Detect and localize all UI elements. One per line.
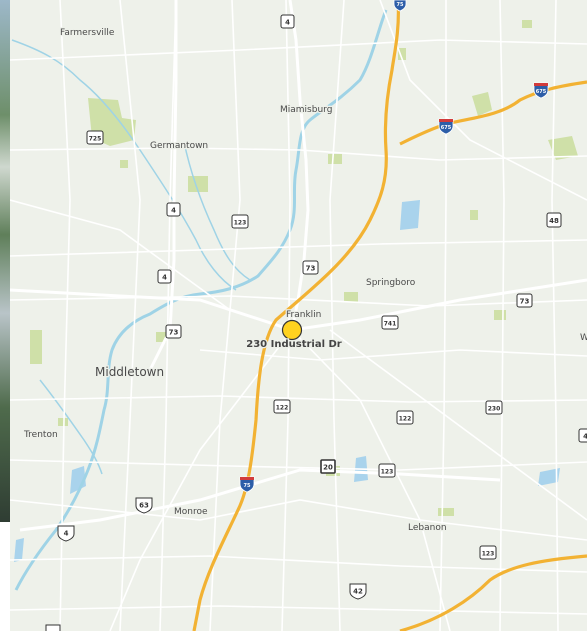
label-farmersville: Farmersville [60, 28, 115, 38]
shield-route-73-b: 73 [165, 324, 182, 339]
shield-route-122-a: 122 [273, 399, 291, 414]
shield-route-4-b: 4 [166, 202, 181, 217]
shield-route-42-label: 42 [353, 588, 363, 596]
shield-i75-bottom: 75 [239, 476, 255, 493]
shield-route-4-c-label: 4 [162, 274, 167, 282]
shield-route-48-label: 48 [549, 217, 559, 225]
shield-i675-a: 675 [533, 82, 549, 99]
shield-route-4-d: 4 [57, 525, 75, 542]
shield-route-4-a: 4 [280, 14, 295, 29]
label-franklin: Franklin [286, 310, 321, 320]
label-middletown: Middletown [95, 365, 164, 379]
route-shields: 75 4 675 675 725 4 [45, 0, 587, 631]
shield-route-122-b-label: 122 [399, 416, 412, 423]
shield-route-4-e-label: 4 [583, 433, 587, 441]
shield-route-63: 63 [135, 497, 153, 514]
place-labels: Farmersville Miamisburg Germantown Sprin… [22, 27, 587, 535]
label-germantown: Germantown [150, 141, 208, 151]
street-photo-thumbnail[interactable] [0, 0, 10, 522]
rivers [11, 9, 388, 591]
shield-i75-top-label: 75 [397, 2, 404, 8]
shield-i675-b-label: 675 [441, 125, 452, 131]
minor-roads [10, 0, 587, 631]
shield-route-4-e: 4 [578, 428, 587, 443]
map-canvas[interactable]: 75 4 675 675 725 4 [10, 0, 587, 631]
shield-route-48: 48 [546, 212, 562, 228]
shield-route-4-c: 4 [157, 269, 172, 284]
label-monroe: Monroe [174, 507, 208, 517]
shield-route-73-a: 73 [302, 260, 319, 275]
label-trenton: Trenton [23, 430, 58, 440]
shield-partial-bottom [45, 624, 61, 631]
shield-route-73-c: 73 [516, 293, 533, 308]
location-marker-label: 230 Industrial Dr [246, 339, 342, 350]
interstate-highways [192, 0, 587, 631]
shield-route-63-label: 63 [139, 502, 149, 510]
location-marker-dot[interactable] [281, 319, 303, 341]
shield-route-4-d-label: 4 [64, 530, 69, 538]
shield-i75-top: 75 [393, 0, 407, 12]
interstate-675-line [399, 80, 587, 146]
shield-route-73-a-label: 73 [306, 265, 316, 273]
shield-route-123-b: 123 [378, 463, 396, 478]
shield-route-123-b-label: 123 [381, 469, 394, 476]
shield-route-73-b-label: 73 [169, 329, 179, 337]
shield-route-725-label: 725 [89, 136, 102, 143]
shield-route-123-c-label: 123 [482, 551, 495, 558]
interstate-75-line [192, 0, 400, 631]
shield-route-122-a-label: 122 [276, 405, 289, 412]
label-springboro: Springboro [366, 278, 416, 288]
shield-route-4-b-label: 4 [171, 207, 176, 215]
shield-route-123-a: 123 [231, 214, 249, 229]
shield-route-741: 741 [381, 315, 399, 330]
shield-i675-a-label: 675 [536, 89, 547, 95]
interstate-71-line [399, 554, 587, 631]
shield-route-230-label: 230 [488, 406, 501, 413]
shield-route-230: 230 [485, 400, 503, 415]
shield-route-725: 725 [86, 130, 104, 145]
location-pin[interactable]: 230 Industrial Dr [245, 319, 343, 351]
label-miamisburg: Miamisburg [280, 105, 332, 115]
shield-i75-bottom-label: 75 [244, 483, 251, 489]
shield-route-20-label: 20 [323, 464, 333, 472]
shield-route-4-a-label: 4 [285, 19, 290, 27]
shield-route-20: 20 [320, 459, 336, 474]
shield-i675-b: 675 [438, 118, 454, 135]
label-edge-w: W [580, 333, 587, 343]
shield-route-42: 42 [349, 583, 367, 600]
shield-route-123-c: 123 [479, 545, 497, 560]
shield-route-123-a-label: 123 [234, 220, 247, 227]
label-lebanon: Lebanon [408, 523, 447, 533]
shield-route-122-b: 122 [396, 410, 414, 425]
shield-route-73-c-label: 73 [520, 298, 530, 306]
shield-route-741-label: 741 [384, 321, 397, 328]
